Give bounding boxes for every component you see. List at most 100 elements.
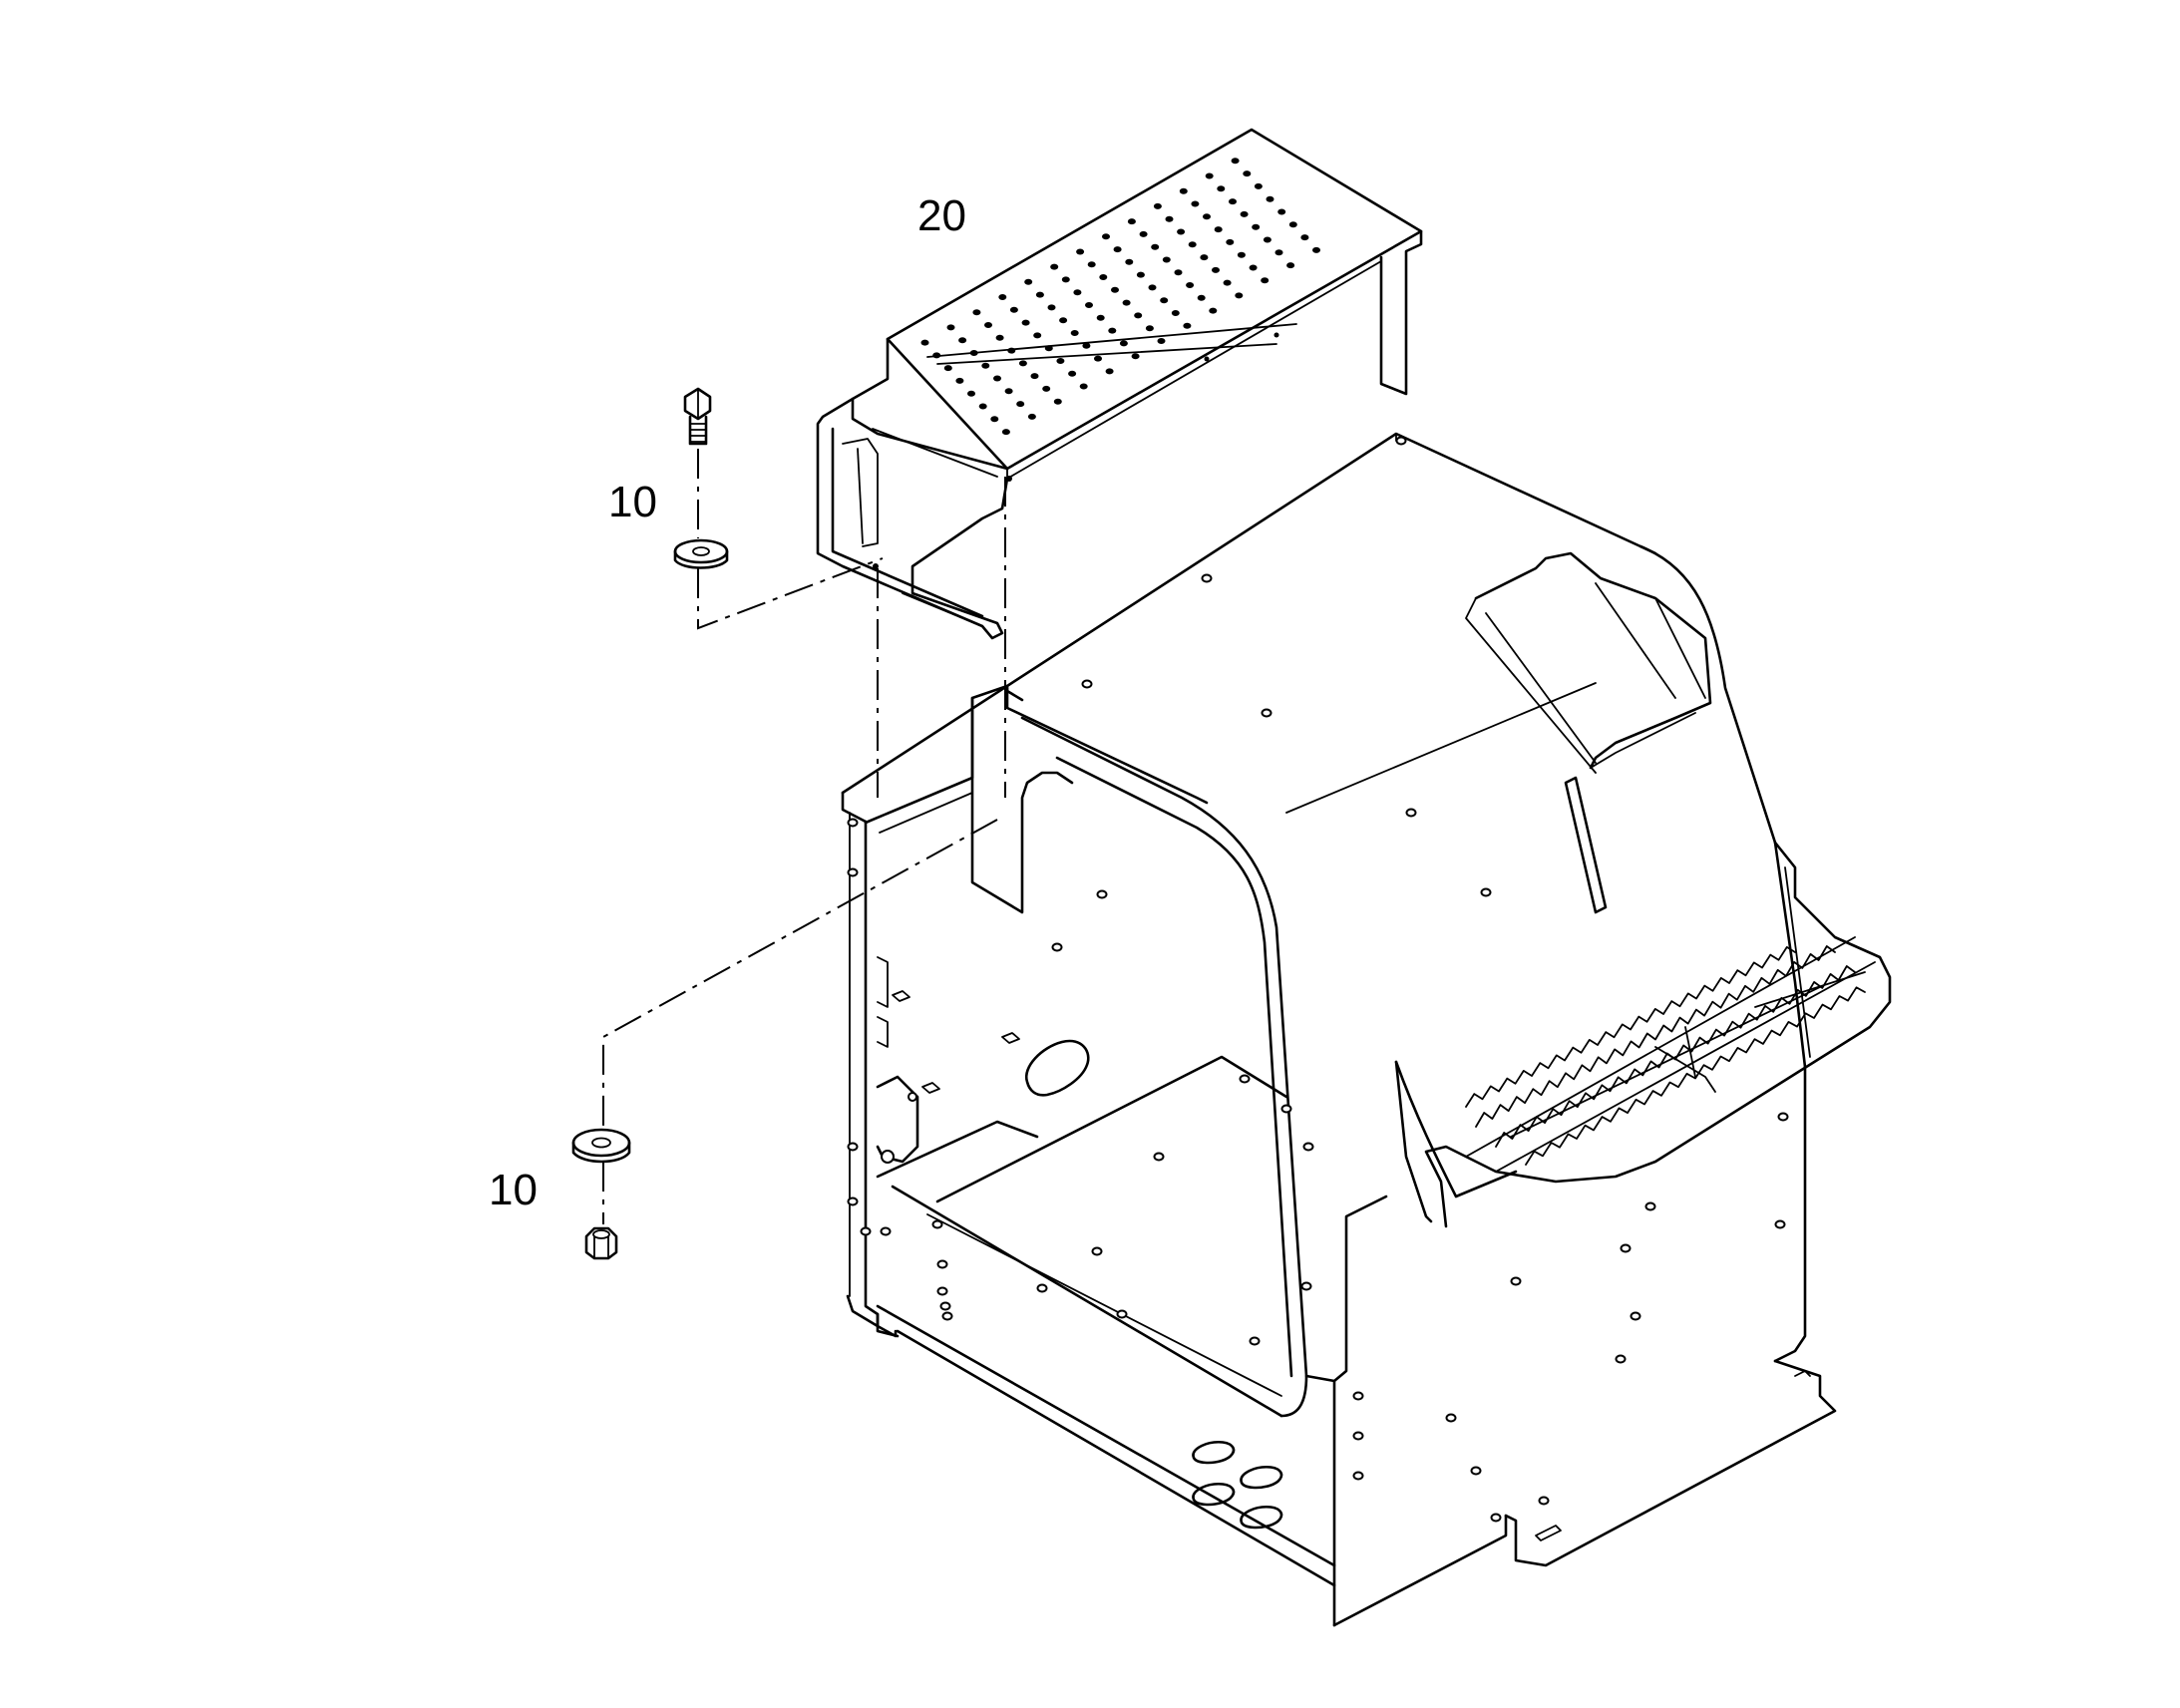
perforation-hole xyxy=(1177,228,1186,235)
mounting-hole xyxy=(1051,942,1063,952)
perforation-hole xyxy=(1263,236,1272,243)
perforation-hole xyxy=(1162,256,1171,263)
perforation-hole xyxy=(1217,185,1226,192)
mounting-hole xyxy=(1239,1074,1251,1084)
perforation-hole xyxy=(1229,198,1237,205)
perforation-hole xyxy=(1024,278,1033,285)
perforation-hole xyxy=(1254,182,1263,189)
mounting-hole xyxy=(847,1142,859,1152)
perforation-hole xyxy=(1068,370,1077,377)
mounting-hole xyxy=(1201,573,1213,583)
perforation-hole xyxy=(1286,262,1295,269)
mounting-hole xyxy=(847,867,859,877)
perforation-hole xyxy=(1127,218,1136,225)
mounting-hole xyxy=(1300,1281,1312,1291)
perforation-hole xyxy=(1203,213,1211,220)
mounting-hole xyxy=(1352,1431,1364,1441)
mounting-holes xyxy=(847,436,1789,1523)
mounting-hole xyxy=(1490,1513,1502,1523)
perforation-hole xyxy=(1047,304,1056,311)
mounting-hole xyxy=(1774,1219,1786,1229)
perforation-hole xyxy=(969,350,978,356)
perforation-hole xyxy=(1183,322,1192,329)
perforation-hole xyxy=(1087,261,1096,268)
perforation-hole xyxy=(1174,269,1183,276)
perforation-hole xyxy=(1082,342,1091,349)
mounting-hole xyxy=(1081,679,1093,689)
perforation-hole xyxy=(1277,208,1286,215)
mounting-hole xyxy=(931,1219,943,1229)
mounting-hole xyxy=(1615,1354,1627,1364)
perforation-hole xyxy=(1274,249,1283,256)
perforation-hole xyxy=(1223,279,1232,286)
perforation-hole xyxy=(1004,388,1013,395)
perforation-hole xyxy=(1059,317,1068,324)
callout-10-upper-label: 10 xyxy=(608,478,657,526)
perforation-hole xyxy=(984,322,992,328)
perforation-hole xyxy=(1131,353,1140,360)
mounting-hole xyxy=(1280,1104,1292,1114)
perforation-hole xyxy=(1125,258,1134,265)
perforation-hole xyxy=(981,362,990,369)
perforation-hole xyxy=(1145,325,1154,332)
perforation-hole xyxy=(1030,373,1039,380)
perforation-hole xyxy=(998,294,1007,300)
mounting-hole xyxy=(880,1226,892,1236)
perforation-hole xyxy=(972,309,981,316)
mounting-hole xyxy=(1249,1336,1261,1346)
perforation-hole xyxy=(1073,289,1082,296)
mounting-hole xyxy=(1395,436,1407,446)
perforation-hole xyxy=(1252,223,1261,230)
mounting-hole xyxy=(1538,1496,1550,1506)
mounting-hole xyxy=(1352,1391,1364,1401)
perforation-hole xyxy=(1237,251,1246,258)
perforation-hole xyxy=(1134,312,1143,319)
perforation-hole xyxy=(1035,291,1044,298)
mounting-hole xyxy=(1261,708,1272,718)
perforation-hole xyxy=(1214,226,1223,233)
perforation-hole xyxy=(967,390,975,397)
mounting-hole xyxy=(1620,1243,1632,1253)
perforation-hole xyxy=(1122,299,1131,306)
perforation-hole xyxy=(1044,345,1053,352)
perforation-hole xyxy=(920,339,929,346)
perforation-hole xyxy=(1085,302,1093,308)
perforation-hole xyxy=(1288,221,1297,228)
mounting-hole xyxy=(1116,1309,1128,1319)
perforation-hole xyxy=(1209,307,1218,314)
mounting-hole xyxy=(1352,1471,1364,1481)
perforation-hole xyxy=(1102,233,1110,240)
perforation-hole xyxy=(1243,171,1252,177)
perforation-hole xyxy=(1018,360,1027,367)
mounting-hole xyxy=(1445,1413,1457,1423)
perforation-hole xyxy=(1148,284,1157,291)
lower-washer-nut-part xyxy=(571,1128,631,1260)
mounting-hole xyxy=(1777,1112,1789,1122)
perforation-hole xyxy=(1105,368,1114,375)
perforation-hole xyxy=(955,377,964,384)
perforation-hole xyxy=(1113,246,1122,253)
perforation-hole xyxy=(1139,230,1148,237)
perforation-hole xyxy=(1050,263,1059,270)
perforation-hole xyxy=(1197,294,1206,301)
perforation-hole xyxy=(932,352,941,359)
perforation-hole xyxy=(1001,429,1010,436)
mounting-hole xyxy=(1302,1142,1314,1152)
perforation-hole xyxy=(1061,276,1070,283)
mounting-hole xyxy=(1630,1311,1641,1321)
mounting-hole xyxy=(1091,1246,1103,1256)
mounting-hole xyxy=(939,1301,951,1311)
cab-housing-assembly xyxy=(841,432,1892,1627)
perforation-hole xyxy=(1235,292,1244,299)
perforation-hole xyxy=(1111,286,1119,293)
perforation-hole xyxy=(1099,274,1108,280)
perforation-holes xyxy=(920,158,1320,436)
perforation-hole xyxy=(1042,385,1051,392)
perforation-hole xyxy=(1079,383,1088,390)
mounting-hole xyxy=(847,818,859,828)
perforation-hole xyxy=(1033,332,1042,339)
perforation-hole xyxy=(1094,355,1102,362)
perforation-hole xyxy=(1188,241,1197,248)
mounting-hole xyxy=(1405,808,1417,818)
mounting-hole xyxy=(1153,1152,1165,1162)
